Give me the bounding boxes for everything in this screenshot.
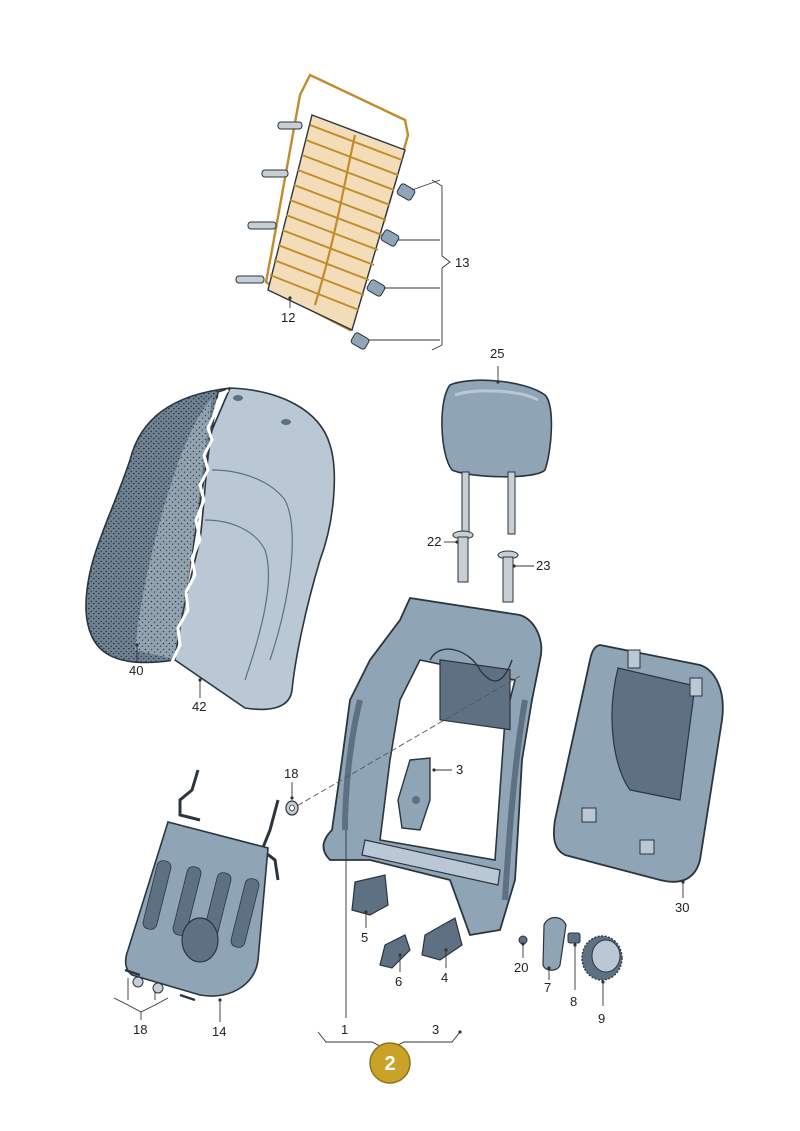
callout-40: 40 (129, 643, 143, 678)
label-12: 12 (281, 310, 295, 325)
release-lever-7 (542, 916, 567, 971)
label-14: 14 (212, 1024, 226, 1039)
mat-center-wire (313, 134, 357, 306)
headrest (441, 379, 553, 535)
label-20: 20 (514, 960, 528, 975)
callout-20: 20 (514, 942, 528, 975)
callout-6: 6 (395, 953, 402, 989)
label-22: 22 (427, 534, 441, 549)
lumbar-adjuster-assembly (124, 769, 280, 1002)
callout-3a: 3 (432, 762, 463, 777)
bracket-4 (421, 917, 463, 961)
frame-cable (429, 648, 513, 682)
headrest-guide-22 (452, 530, 474, 583)
frame-crossbar (361, 839, 501, 886)
callout-14: 14 (212, 998, 226, 1039)
clip-8 (567, 932, 581, 944)
callout-13: 13 (368, 179, 469, 351)
callout-4: 4 (441, 948, 448, 985)
lumbar-support-mat (235, 73, 416, 350)
trim-cover-5 (351, 874, 389, 916)
label-18-upper: 18 (284, 766, 298, 781)
callout-18-lower: 18 (113, 978, 169, 1037)
callout-30: 30 (675, 880, 689, 915)
backrest-cover-inner (135, 395, 215, 660)
callout-25: 25 (490, 346, 504, 384)
label-25: 25 (490, 346, 504, 361)
rear-panel-clip-bottom-right (639, 839, 655, 855)
bracket-6 (379, 934, 411, 969)
lumbar-wire-bottom (124, 968, 196, 1002)
callout-42: 42 (192, 678, 206, 714)
callout-7: 7 (544, 966, 551, 995)
frame-side-left (342, 699, 363, 831)
headrest-guide-23 (497, 550, 519, 603)
padding-contour (211, 469, 293, 661)
headrest-highlight (454, 389, 539, 402)
callout-8: 8 (570, 943, 577, 1009)
rear-panel-clip-bottom-left (581, 807, 597, 823)
label-42: 42 (192, 699, 206, 714)
callout-18-upper: 18 (284, 766, 298, 800)
label-8: 8 (570, 994, 577, 1009)
badge-number: 2 (384, 1053, 395, 1075)
label-4: 4 (441, 970, 448, 985)
callout-23: 23 (512, 558, 550, 573)
mat-slats (269, 124, 403, 311)
label-3b: 3 (432, 1022, 439, 1037)
callout-22: 22 (427, 534, 459, 549)
headrest-cushion (441, 379, 553, 478)
padding-hole-right (281, 419, 291, 425)
label-3a: 3 (456, 762, 463, 777)
mat-right-clips (350, 183, 416, 350)
lumbar-motor (181, 917, 219, 963)
label-7: 7 (544, 980, 551, 995)
callout-12: 12 (281, 296, 295, 325)
callout-9: 9 (598, 980, 605, 1026)
label-6: 6 (395, 974, 402, 989)
handwheel-9 (581, 935, 623, 981)
padding-hole-left (233, 395, 243, 401)
recliner-bracket-3 (397, 757, 431, 831)
headrest-post-right (507, 471, 516, 535)
label-5: 5 (361, 930, 368, 945)
rear-panel-clip-top-right (689, 677, 703, 697)
label-40: 40 (129, 663, 143, 678)
rear-panel-clip-top-left (627, 649, 641, 669)
label-23: 23 (536, 558, 550, 573)
label-9: 9 (598, 1011, 605, 1026)
rear-panel-recess (611, 667, 696, 801)
callout-5: 5 (361, 910, 368, 945)
grommet-18-upper (285, 800, 299, 816)
label-1: 1 (341, 1022, 348, 1037)
mat-left-hooks (235, 121, 303, 284)
frame-side-right (502, 699, 528, 901)
backrest-padding-and-cover (85, 387, 336, 711)
headrest-post-left (461, 471, 470, 535)
alignment-line (289, 675, 521, 811)
label-30: 30 (675, 900, 689, 915)
label-13: 13 (455, 255, 469, 270)
backrest-rear-panel (552, 644, 724, 883)
grommet-18-lower (132, 976, 164, 994)
padding-contour-2 (204, 519, 270, 681)
callout-1: 1 (341, 830, 348, 1037)
tear-edge (170, 388, 230, 663)
illustration-number-badge: 2 (369, 1042, 411, 1084)
frame-top-bracket (439, 659, 511, 731)
label-18-lower: 18 (133, 1022, 147, 1037)
